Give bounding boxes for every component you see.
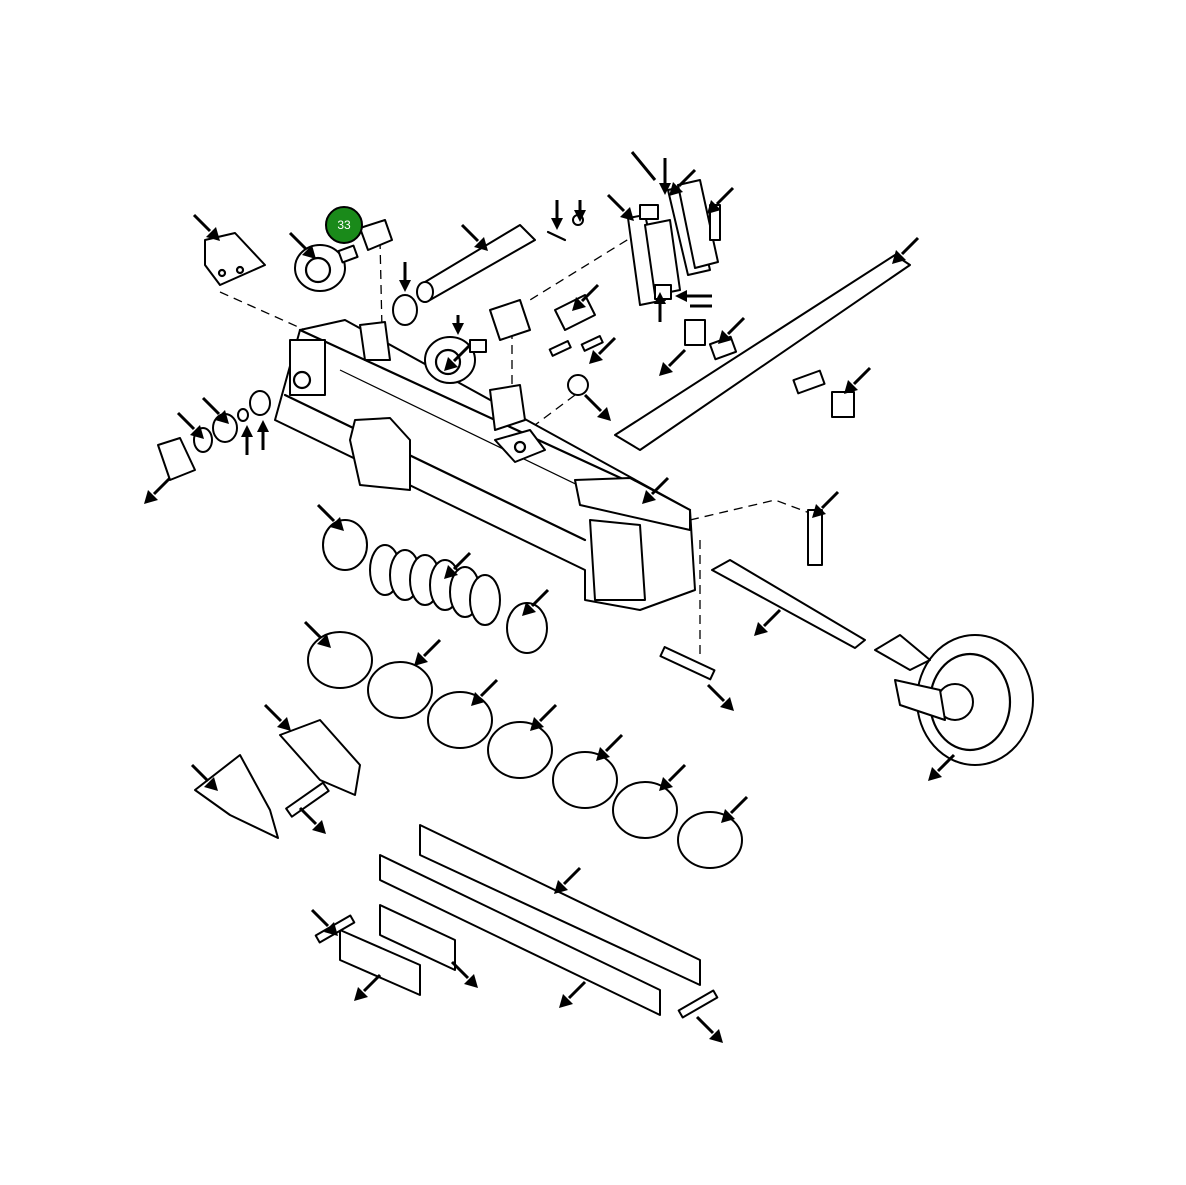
lower-guards bbox=[194, 719, 361, 839]
track-frame bbox=[274, 319, 696, 611]
clip bbox=[554, 294, 596, 331]
track-rollers bbox=[307, 631, 743, 869]
cap bbox=[567, 374, 589, 396]
bearing-ring bbox=[392, 294, 418, 326]
pad bbox=[684, 319, 706, 346]
mounting-plate bbox=[204, 232, 266, 286]
pad-2 bbox=[831, 391, 855, 418]
callout-label: 33 bbox=[337, 218, 351, 232]
rail-guards bbox=[314, 824, 719, 1019]
equalizer-bar bbox=[614, 254, 911, 451]
guard-plates bbox=[627, 179, 721, 306]
front-idler bbox=[659, 509, 1034, 766]
shaft bbox=[416, 224, 536, 303]
link bbox=[548, 340, 572, 357]
pin bbox=[546, 230, 567, 242]
pin-2 bbox=[792, 369, 826, 395]
link-2 bbox=[580, 335, 604, 352]
recoil-spring bbox=[322, 519, 548, 654]
washers bbox=[157, 390, 271, 481]
leader-lines bbox=[219, 231, 816, 660]
callout-33[interactable]: 33 bbox=[325, 206, 363, 244]
bracket bbox=[489, 299, 531, 341]
pointer-arrows bbox=[142, 151, 956, 1045]
